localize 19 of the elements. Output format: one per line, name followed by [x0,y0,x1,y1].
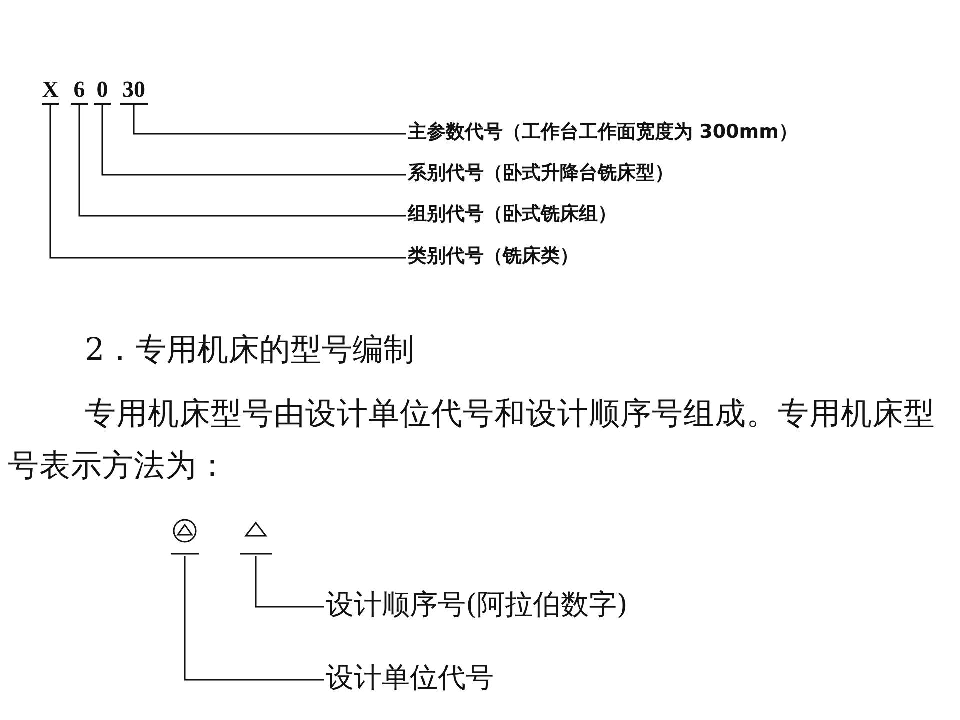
circled-triangle-symbol [171,518,199,555]
code-character: 30 [120,79,148,105]
leader-line [50,104,406,259]
leader-line [78,104,406,217]
leader-line [255,556,324,608]
code-description: 类别代号（铣床类） [408,244,668,268]
leader-line [133,104,406,135]
code-character: 6 [71,79,88,105]
code-description: 设计单位代号 [326,661,566,695]
section-heading: 2．专用机床的型号编制 [85,331,416,370]
leader-line [184,556,324,681]
code-character: X [42,79,59,105]
paragraph: 专用机床型号由设计单位代号和设计顺序号组成。专用机床型号表示方法为： [8,395,936,486]
code-description: 主参数代号（工作台工作面宽度为 300mm） [408,120,948,144]
code-description: 设计顺序号(阿拉伯数字) [326,588,746,622]
code-character: 0 [94,79,111,105]
code-description: 组别代号（卧式铣床组） [408,202,708,226]
leader-line [102,104,406,176]
code-description: 系别代号（卧式升降台铣床型） [408,161,808,185]
